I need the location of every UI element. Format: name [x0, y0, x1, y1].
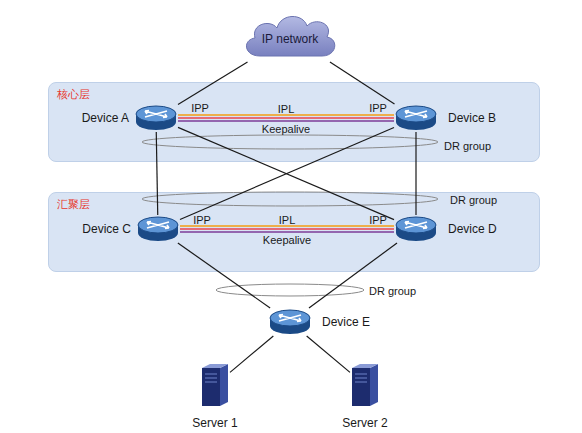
- server-front: [352, 368, 370, 406]
- layer-title: 汇聚层: [57, 197, 90, 211]
- switch-device: Device D: [394, 215, 438, 243]
- server-slots: [355, 374, 367, 382]
- port-label: IPP: [193, 214, 211, 227]
- port-label: DR group: [450, 194, 497, 207]
- network-cloud: IP network: [240, 10, 340, 62]
- switch-device: Device C: [136, 215, 180, 243]
- link-label: IPL: [278, 103, 295, 116]
- port-label: DR group: [369, 285, 416, 298]
- switch-device: Device B: [394, 104, 438, 132]
- router-icon: [136, 215, 180, 243]
- link-label: Keepalive: [262, 123, 310, 136]
- link-connector: [307, 336, 350, 372]
- server-icon: [200, 362, 230, 408]
- router-top: [396, 217, 436, 233]
- device-label: Device A: [82, 111, 129, 125]
- link-line: [230, 336, 273, 372]
- server-label: Server 1: [192, 416, 237, 430]
- device-label: Device C: [82, 222, 131, 236]
- router-arrows: [279, 315, 301, 322]
- router-icon: [134, 104, 178, 132]
- cloud-outline: [246, 16, 334, 56]
- device-label: Device D: [448, 222, 497, 236]
- router-icon: [394, 104, 438, 132]
- router-arrows: [405, 222, 427, 229]
- server-side: [370, 364, 378, 406]
- router-arrows: [145, 111, 167, 118]
- port-label: IPP: [369, 214, 387, 227]
- router-top: [138, 217, 178, 233]
- router-top: [270, 310, 310, 326]
- router-icon: [268, 308, 312, 336]
- router-icon: [394, 215, 438, 243]
- server-side: [220, 364, 228, 406]
- server-icon: [350, 362, 380, 408]
- link-label: Keepalive: [263, 234, 311, 247]
- layer-title: 核心层: [57, 87, 90, 101]
- link-line: [307, 336, 350, 372]
- server-top: [352, 364, 378, 368]
- cloud-label: IP network: [262, 32, 318, 46]
- server-front: [202, 368, 220, 406]
- router-arrows: [147, 222, 169, 229]
- switch-device: Device E: [268, 308, 312, 336]
- server-label: Server 2: [342, 416, 387, 430]
- link-label: IPL: [279, 214, 296, 227]
- router-top: [396, 106, 436, 122]
- router-arrows: [405, 111, 427, 118]
- server-device: Server 2: [350, 362, 380, 408]
- server-top: [202, 364, 228, 368]
- port-label: IPP: [369, 102, 387, 115]
- server-slots: [205, 374, 217, 382]
- port-label: IPP: [191, 102, 209, 115]
- port-label: DR group: [444, 140, 491, 153]
- switch-device: Device A: [134, 104, 178, 132]
- device-label: Device E: [322, 315, 370, 329]
- server-device: Server 1: [200, 362, 230, 408]
- dr-group-ring: [216, 284, 364, 296]
- link-connector: [230, 336, 273, 372]
- router-top: [136, 106, 176, 122]
- device-label: Device B: [448, 111, 496, 125]
